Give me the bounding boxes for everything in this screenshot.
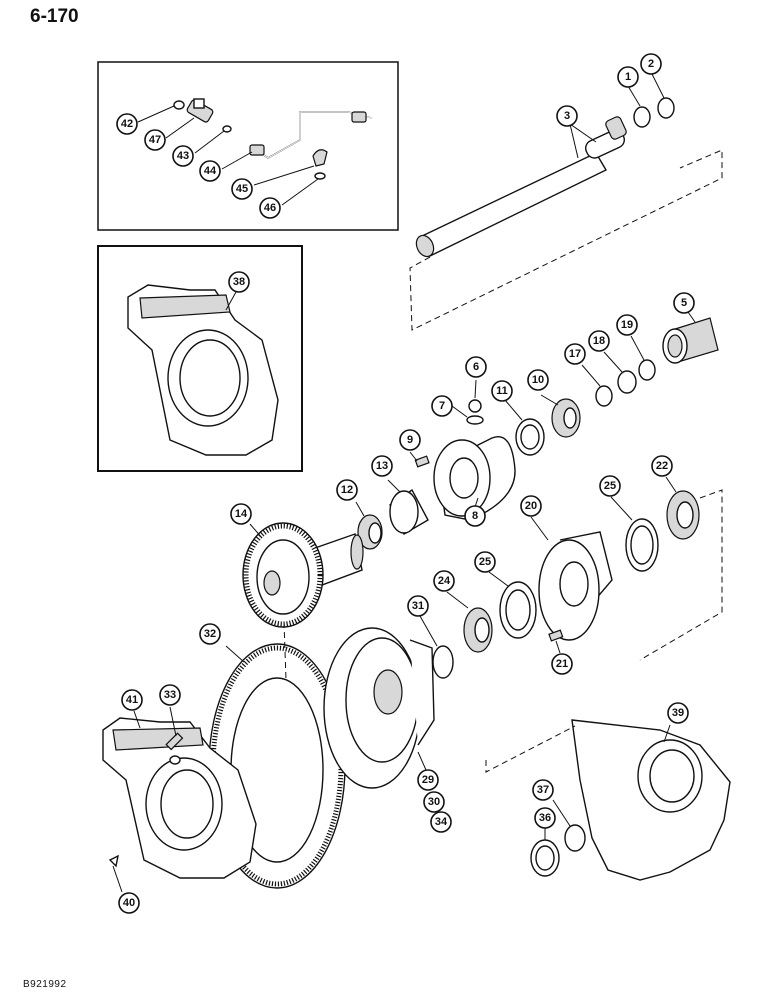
svg-text:41: 41: [126, 694, 138, 706]
callout-46: 46: [259, 197, 281, 219]
svg-text:33: 33: [164, 689, 176, 701]
svg-text:40: 40: [123, 897, 135, 909]
svg-text:37: 37: [537, 784, 549, 796]
callout-17: 17: [564, 343, 586, 365]
shield-38-inset: [97, 245, 303, 472]
callout-20: 20: [520, 495, 542, 517]
svg-text:20: 20: [525, 500, 537, 512]
callout-7: 7: [431, 395, 453, 417]
svg-text:6: 6: [473, 361, 479, 373]
callout-32: 32: [199, 623, 221, 645]
pinion-gear-14: [242, 522, 364, 628]
fitting-kit-inset: [97, 61, 399, 231]
svg-text:25: 25: [604, 480, 616, 492]
callout-3: 3: [556, 105, 578, 127]
callout-40: 40: [118, 892, 140, 914]
callout-22: 22: [651, 455, 673, 477]
callout-25-lower: 25: [474, 551, 496, 573]
page-number: 6-170: [30, 6, 79, 27]
callout-5: 5: [673, 292, 695, 314]
svg-text:43: 43: [177, 150, 189, 162]
svg-text:39: 39: [672, 707, 684, 719]
callout-14: 14: [230, 503, 252, 525]
callout-11: 11: [491, 380, 513, 402]
callout-18: 18: [588, 330, 610, 352]
svg-text:25: 25: [479, 556, 491, 568]
svg-text:18: 18: [593, 335, 605, 347]
document-code: B921992: [23, 979, 67, 990]
svg-text:2: 2: [648, 58, 654, 70]
svg-text:3: 3: [564, 110, 570, 122]
callout-25-upper: 25: [599, 475, 621, 497]
callout-6: 6: [465, 356, 487, 378]
callout-34: 34: [430, 811, 452, 833]
callout-30: 30: [423, 791, 445, 813]
svg-text:22: 22: [656, 460, 668, 472]
callout-29: 29: [417, 769, 439, 791]
callout-12: 12: [336, 479, 358, 501]
callout-43: 43: [172, 145, 194, 167]
svg-text:42: 42: [121, 118, 133, 130]
svg-text:7: 7: [439, 400, 445, 412]
callout-13: 13: [371, 455, 393, 477]
shield-39: [485, 719, 731, 881]
svg-text:36: 36: [539, 812, 551, 824]
callout-39: 39: [667, 702, 689, 724]
bearing-housing: [409, 379, 516, 521]
svg-text:47: 47: [149, 134, 161, 146]
svg-text:11: 11: [496, 385, 508, 397]
svg-text:1: 1: [625, 71, 631, 83]
svg-text:30: 30: [428, 796, 440, 808]
callout-33: 33: [159, 684, 181, 706]
svg-text:45: 45: [236, 183, 248, 195]
svg-text:17: 17: [569, 348, 581, 360]
svg-text:29: 29: [422, 774, 434, 786]
callout-1: 1: [617, 66, 639, 88]
svg-text:24: 24: [438, 575, 451, 587]
callout-41: 41: [121, 689, 143, 711]
callout-21: 21: [551, 653, 573, 675]
callout-24: 24: [433, 570, 455, 592]
callout-19: 19: [616, 314, 638, 336]
shield-41: [102, 706, 257, 893]
svg-text:5: 5: [681, 297, 687, 309]
svg-text:31: 31: [412, 600, 424, 612]
callout-44: 44: [199, 160, 221, 182]
callout-42: 42: [116, 113, 138, 135]
svg-text:21: 21: [556, 658, 568, 670]
callout-31: 31: [407, 595, 429, 617]
callout-2: 2: [640, 53, 662, 75]
svg-text:10: 10: [532, 374, 544, 386]
bearing-12-13: [355, 479, 429, 550]
svg-text:8: 8: [472, 510, 478, 522]
svg-text:32: 32: [204, 628, 216, 640]
svg-text:13: 13: [376, 460, 388, 472]
drive-shaft: [409, 73, 723, 331]
svg-text:34: 34: [435, 816, 448, 828]
bearing-cup-cone-set: [419, 476, 723, 679]
callout-9: 9: [399, 429, 421, 451]
callout-47: 47: [144, 129, 166, 151]
svg-text:14: 14: [235, 508, 248, 520]
svg-text:46: 46: [264, 202, 276, 214]
callout-45: 45: [231, 178, 253, 200]
callout-10: 10: [527, 369, 549, 391]
svg-text:44: 44: [204, 165, 217, 177]
svg-text:12: 12: [341, 484, 353, 496]
svg-text:9: 9: [407, 434, 413, 446]
svg-text:38: 38: [233, 276, 245, 288]
callout-36: 36: [534, 807, 556, 829]
callout-38: 38: [228, 271, 250, 293]
differential-carrier: [323, 627, 435, 789]
callout-37: 37: [532, 779, 554, 801]
svg-text:19: 19: [621, 319, 633, 331]
bearing-stack: [504, 311, 719, 456]
callout-8: 8: [464, 505, 486, 527]
